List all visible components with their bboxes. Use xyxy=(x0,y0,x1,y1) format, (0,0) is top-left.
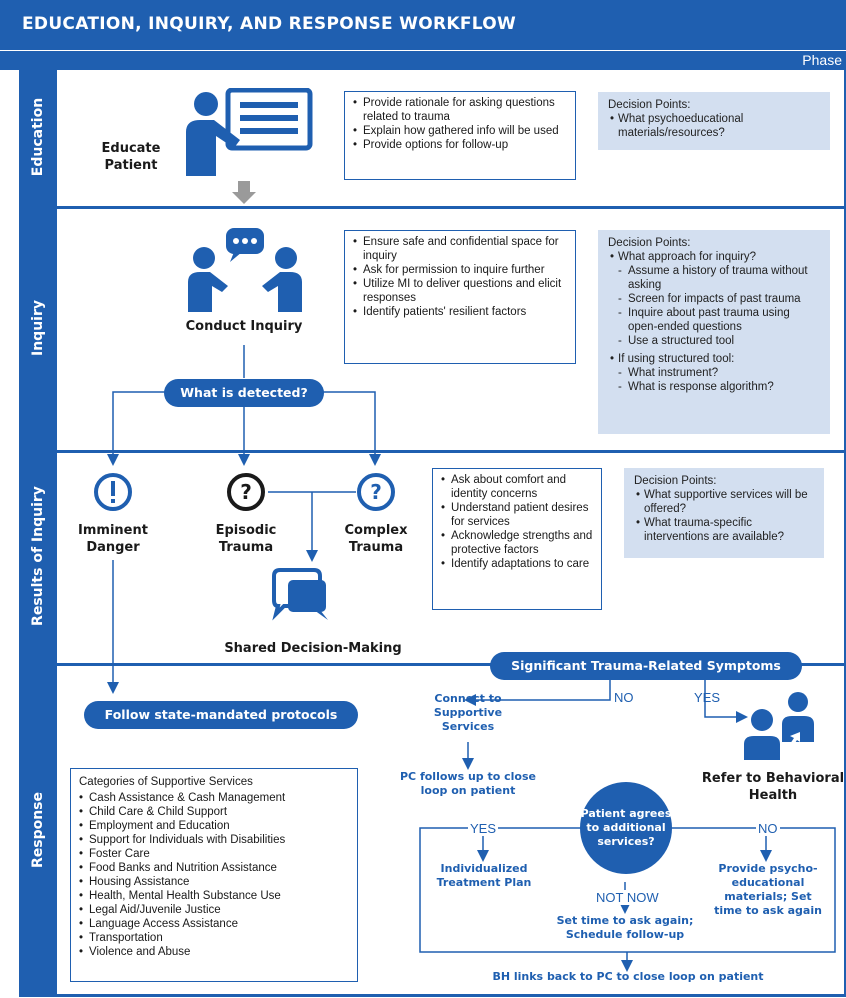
list-item: Identify adaptations to care xyxy=(441,557,593,571)
header-bar xyxy=(0,0,846,50)
list-item: Transportation xyxy=(79,931,349,945)
decision-title: Decision Points: xyxy=(608,237,691,249)
list-item: Understand patient desires for services xyxy=(441,501,593,529)
list-item: Use a structured tool xyxy=(608,334,820,348)
list-item: Support for Individuals with Disabilitie… xyxy=(79,833,349,847)
bottom-border xyxy=(19,994,846,997)
list-item: Foster Care xyxy=(79,847,349,861)
results-decision-box: Decision Points: What supportive service… xyxy=(624,468,824,558)
connect-supportive-label: Connect to Supportive Services xyxy=(433,692,503,733)
inquiry-decision-box: Decision Points: What approach for inqui… xyxy=(598,230,830,434)
education-decision-box: Decision Points: What psychoeducational … xyxy=(598,92,830,150)
conduct-inquiry-label: Conduct Inquiry xyxy=(185,319,303,334)
list-item: Child Care & Child Support xyxy=(79,805,349,819)
speech-bubbles-icon xyxy=(270,564,334,624)
shared-decision-making-label: Shared Decision-Making xyxy=(224,641,402,656)
svg-text:?: ? xyxy=(240,480,252,504)
list-item: Legal Aid/Juvenile Justice xyxy=(79,903,349,917)
exclamation-circle-icon xyxy=(93,472,133,512)
list-item: Ask about comfort and identity concerns xyxy=(441,473,593,501)
imminent-danger-label: Imminent Danger xyxy=(78,523,148,555)
list-item: Assume a history of trauma without askin… xyxy=(608,264,820,292)
inquiry-actions-box: Ensure safe and confidential space for i… xyxy=(344,230,576,364)
list-item: Inquire about past trauma using open-end… xyxy=(608,306,820,334)
section-divider xyxy=(19,206,846,209)
list-item: Provide rationale for asking questions r… xyxy=(353,96,567,124)
list-item: What trauma-specific interventions are a… xyxy=(634,516,814,544)
phase-label-response: Response xyxy=(30,791,46,869)
episodic-trauma-label: Episodic Trauma xyxy=(215,523,277,555)
supportive-services-box: Categories of Supportive Services Cash A… xyxy=(70,768,358,982)
list-item: Employment and Education xyxy=(79,819,349,833)
list-item: What is response algorithm? xyxy=(608,380,820,394)
complex-trauma-label: Complex Trauma xyxy=(344,523,408,555)
itp-label: Individualized Treatment Plan xyxy=(436,862,532,889)
two-people-conversation-icon xyxy=(186,228,304,312)
question-circle-icon: ? xyxy=(356,472,396,512)
phase-label-results: Results of Inquiry xyxy=(30,486,46,626)
list-item: Food Banks and Nutrition Assistance xyxy=(79,861,349,875)
teacher-presentation-icon xyxy=(178,87,318,178)
state-protocols-pill: Follow state-mandated protocols xyxy=(84,701,358,729)
set-time-label: Set time to ask again; Schedule follow-u… xyxy=(556,914,694,941)
no-label: NO xyxy=(756,821,780,836)
phase-label-education: Education xyxy=(30,97,46,177)
list-item: Health, Mental Health Substance Use xyxy=(79,889,349,903)
phase-bar xyxy=(0,50,846,70)
list-item: What psychoeducational materials/resourc… xyxy=(608,112,820,140)
pc-follows-label: PC follows up to close loop on patient xyxy=(400,770,536,797)
significant-symptoms-pill: Significant Trauma-Related Symptoms xyxy=(490,652,802,680)
patient-agrees-node: Patient agrees to additional services? xyxy=(580,782,672,874)
yes-label: YES xyxy=(694,690,721,705)
list-item: Violence and Abuse xyxy=(79,945,349,959)
list-item: Ask for permission to inquire further xyxy=(353,263,567,277)
list-item: Housing Assistance xyxy=(79,875,349,889)
refer-bh-label: Refer to Behavioral Health xyxy=(701,771,845,803)
decision-title: Decision Points: xyxy=(634,475,717,487)
educate-patient-label: Educate Patient xyxy=(101,141,161,173)
list-item: Explain how gathered info will be used xyxy=(353,124,567,138)
not-now-label: NOT NOW xyxy=(594,890,661,905)
no-label: NO xyxy=(614,690,634,705)
bh-links-label: BH links back to PC to close loop on pat… xyxy=(492,970,764,983)
page-title: EDUCATION, INQUIRY, AND RESPONSE WORKFLO… xyxy=(22,14,517,34)
education-actions-box: Provide rationale for asking questions r… xyxy=(344,91,576,180)
results-actions-box: Ask about comfort and identity concerns … xyxy=(432,468,602,610)
svg-text:?: ? xyxy=(370,480,382,504)
psycho-educational-label: Provide psycho-educational materials; Se… xyxy=(714,862,822,917)
decision-title: Decision Points: xyxy=(608,99,691,111)
what-is-detected-pill: What is detected? xyxy=(164,379,324,407)
list-item: Language Access Assistance xyxy=(79,917,349,931)
list-item: Cash Assistance & Cash Management xyxy=(79,791,349,805)
list-item: If using structured tool: xyxy=(608,352,820,366)
list-item: Screen for impacts of past trauma xyxy=(608,292,820,306)
phase-label-inquiry: Inquiry xyxy=(30,300,46,356)
list-item: Identify patients' resilient factors xyxy=(353,305,567,319)
list-item: What approach for inquiry? xyxy=(608,250,820,264)
behavioral-health-icon xyxy=(742,690,814,760)
list-item: What instrument? xyxy=(608,366,820,380)
section-divider xyxy=(19,450,846,453)
list-item: Ensure safe and confidential space for i… xyxy=(353,235,567,263)
list-item: Provide options for follow-up xyxy=(353,138,567,152)
list-item: What supportive services will be offered… xyxy=(634,488,814,516)
categories-title: Categories of Supportive Services xyxy=(79,776,253,788)
phase-label: Phase xyxy=(802,52,842,68)
list-item: Utilize MI to deliver questions and elic… xyxy=(353,277,567,305)
section-divider xyxy=(19,663,846,666)
yes-label: YES xyxy=(468,821,499,836)
right-border xyxy=(844,70,846,996)
list-item: Acknowledge strengths and protective fac… xyxy=(441,529,593,557)
phase-band xyxy=(19,70,57,996)
question-circle-icon: ? xyxy=(226,472,266,512)
